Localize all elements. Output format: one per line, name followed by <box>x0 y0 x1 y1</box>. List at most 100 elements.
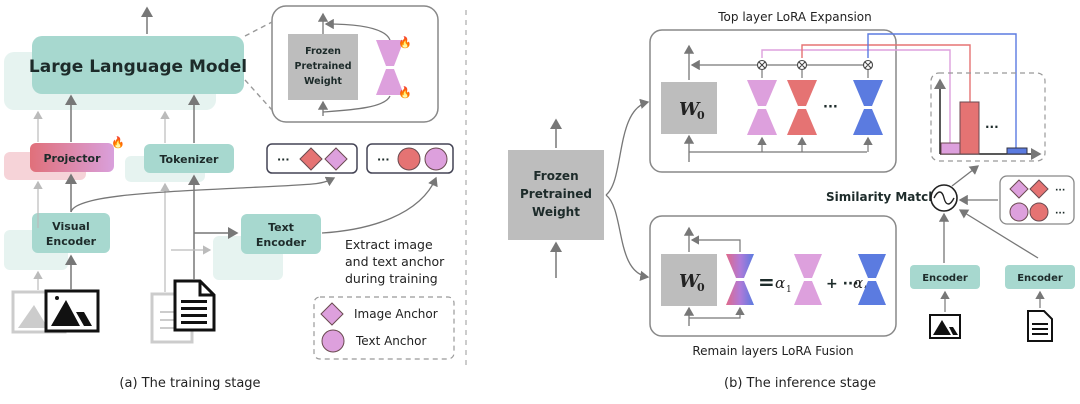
ellipsis: ··· <box>1055 209 1065 219</box>
image-icon <box>929 314 961 339</box>
frozen-label: Pretrained <box>295 61 352 72</box>
w0-subscript: 0 <box>697 109 705 122</box>
lora-adapter-down <box>376 40 404 66</box>
legend-image-anchor: Image Anchor <box>354 307 438 321</box>
histogram-bar-blue <box>1006 147 1028 155</box>
lora-expert-blue <box>853 80 883 135</box>
text-to-text-anchor-curve <box>321 176 438 234</box>
equals-sign: = <box>758 270 775 294</box>
legend <box>313 296 455 360</box>
to-histogram-arrow <box>951 165 980 187</box>
ellipsis: ··· <box>823 100 838 115</box>
projector-box <box>30 143 114 172</box>
ellipsis: ··· <box>985 120 999 134</box>
w0-subscript: 0 <box>697 281 705 294</box>
to-remain-layers-curve <box>605 194 650 281</box>
text-encoder-to-similarity <box>958 209 1039 259</box>
zoom-guide-line <box>244 79 273 111</box>
ellipsis: ··· <box>277 153 290 166</box>
plus-ellipsis: + ··· <box>826 276 859 292</box>
fused-input-arrow <box>689 306 745 319</box>
image-anchor-pink <box>1009 179 1029 199</box>
text-anchor-legend-icon <box>321 329 345 353</box>
fused-output-arrow <box>690 235 741 252</box>
text-encoder-box <box>1005 265 1075 289</box>
alpha-1-subscript: 1 <box>786 285 792 295</box>
lora-expert-red <box>787 80 817 135</box>
text-anchor-red <box>397 147 421 171</box>
text-anchor-red <box>1029 202 1049 222</box>
trainable-fire-icon: 🔥 <box>111 136 125 149</box>
weight-line-blue <box>867 33 1017 148</box>
image-icon <box>44 289 100 333</box>
inference-caption: (b) The inference stage <box>724 376 876 391</box>
text-anchor-pink <box>1009 202 1029 222</box>
weight-line-red <box>801 44 971 103</box>
training-caption: (a) The training stage <box>119 376 260 391</box>
similarity-label: Similarity Matching <box>826 190 958 204</box>
visual-encoder-label: Visual <box>52 220 90 233</box>
w0-box <box>661 82 717 134</box>
w0-box <box>661 254 717 306</box>
image-anchor-legend-icon <box>320 302 344 326</box>
top-layer-title: Top layer LoRA Expansion <box>717 10 871 24</box>
ellipsis: ··· <box>377 153 390 166</box>
zoom-guide-line <box>244 21 273 37</box>
image-anchor-red <box>299 147 323 171</box>
inset-arrow <box>322 95 391 113</box>
tokenizer-label: Tokenizer <box>160 153 220 166</box>
visual-encoder-label: Encoder <box>46 235 97 248</box>
legend-text-anchor: Text Anchor <box>355 334 426 348</box>
lora-expert-pink <box>747 80 777 135</box>
weight-line-pink <box>761 49 951 143</box>
lora-adapter-up <box>376 69 404 95</box>
wave-glyph <box>933 191 955 205</box>
alpha-t: α <box>853 274 863 292</box>
fused-lora <box>726 254 754 305</box>
image-anchor-red <box>1029 179 1049 199</box>
training-stage: Large Language Model Projector 🔥 Tokeniz… <box>4 5 455 391</box>
frozen-label: Pretrained <box>520 187 592 201</box>
image-anchor-pink <box>324 147 348 171</box>
llm-label: Large Language Model <box>29 57 247 77</box>
tokenizer-box <box>144 144 234 173</box>
frozen-label: Weight <box>304 76 342 87</box>
frozen-label: Frozen <box>533 169 578 183</box>
text-encoder-label: Text <box>268 221 294 234</box>
lora-expert-pink <box>794 254 822 305</box>
remain-layers-title: Remain layers LoRA Fusion <box>692 344 853 358</box>
trainable-fire-icon: 🔥 <box>398 86 412 99</box>
lora-expert-blue <box>858 254 886 305</box>
note-text: and text anchor <box>345 254 445 269</box>
image-encoder-label: Encoder <box>922 273 968 284</box>
document-icon <box>173 279 216 332</box>
llm-box <box>32 36 244 94</box>
histogram-bar-pink <box>940 142 961 155</box>
ellipsis: ··· <box>1055 186 1065 196</box>
document-icon <box>1027 310 1053 342</box>
note-text: during training <box>345 271 438 286</box>
alpha-1: α <box>775 274 785 292</box>
frozen-label: Weight <box>532 205 580 219</box>
projector-label: Projector <box>43 152 101 165</box>
w0-label: W <box>679 99 701 120</box>
frozen-label: Frozen <box>305 46 341 57</box>
image-encoder-box <box>910 265 980 289</box>
histogram-bar-red <box>959 101 980 155</box>
text-encoder-label: Encoder <box>1017 273 1063 284</box>
w0-label: W <box>679 271 701 292</box>
frozen-weight-box <box>288 34 358 100</box>
inference-stage: Frozen Pretrained Weight Top layer LoRA … <box>508 10 1075 391</box>
text-encoder-box <box>241 214 321 254</box>
inset-arrow <box>324 18 391 41</box>
to-top-layer-curve <box>605 98 650 196</box>
note-text: Extract image <box>345 237 433 252</box>
text-anchor-pink <box>424 147 448 171</box>
trainable-fire-icon: 🔥 <box>398 36 412 49</box>
visual-encoder-box <box>32 213 110 253</box>
frozen-weight-box <box>508 150 604 240</box>
weight-histogram-box <box>930 72 1046 162</box>
text-encoder-label: Encoder <box>256 236 307 249</box>
visual-to-image-anchor-curve <box>70 176 336 213</box>
